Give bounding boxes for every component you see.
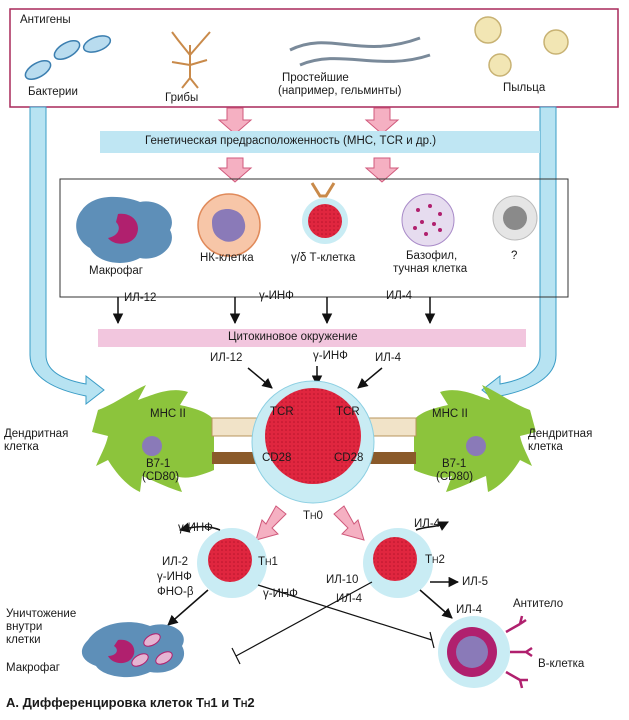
cytokine-bar-label: Цитокиновое окружение <box>228 331 358 343</box>
bacteria-icon <box>24 35 112 81</box>
dendritic-left-label-2: клетка <box>4 441 39 453</box>
tcr-left-label: TCR <box>270 406 294 418</box>
nk-label: НК-клетка <box>200 252 254 264</box>
genetic-bar <box>100 131 540 153</box>
figure-caption: А. Дифференцировка клеток ТН1 и ТН2 <box>6 695 255 710</box>
th0-label: ТН0 <box>303 510 323 522</box>
gd-t-cell-icon <box>302 182 348 244</box>
cytokine-bar <box>98 329 526 347</box>
antigens-title: Антигены <box>20 14 71 26</box>
protozoa-label-1: Простейшие <box>282 72 349 84</box>
cells-frame <box>59 178 569 298</box>
th0-cell <box>251 380 375 504</box>
b7-left-label-1: B7-1 <box>146 458 171 470</box>
th2-il4-b-label: ИЛ-4 <box>456 604 483 616</box>
th2-cell <box>363 528 433 598</box>
cross-ifn-label: γ-ИНФ <box>263 588 298 600</box>
worms-icon <box>289 36 431 67</box>
dendritic-left-label-1: Дендритная <box>4 428 69 440</box>
top-il12-label: ИЛ-12 <box>124 292 157 304</box>
kill-label-2: внутри <box>6 621 43 633</box>
basophil-label-2: тучная клетка <box>393 263 468 275</box>
antibody-label: Антитело <box>513 598 564 610</box>
kill-label-1: Уничтожение <box>6 608 77 620</box>
pink-arrows <box>217 107 400 183</box>
pollen-label: Пыльца <box>503 82 546 94</box>
bottom-macrophage-label: Макрофаг <box>6 662 60 674</box>
th2-label: ТН2 <box>425 554 445 566</box>
cross-il10-label: ИЛ-10 <box>326 574 359 586</box>
dendritic-right-label-2: клетка <box>528 441 563 453</box>
gd-t-label: γ/δ Т-клетка <box>291 252 356 264</box>
th0-split-arrows <box>255 505 365 541</box>
inhibition-lines <box>231 581 435 665</box>
unknown-cell-icon <box>492 195 538 241</box>
fungi-label: Грибы <box>165 92 199 104</box>
left-blue-arrow <box>29 106 105 406</box>
dendritic-cell-left <box>92 385 214 492</box>
mhc-right-label: МНС II <box>432 408 468 420</box>
th1-ifn-out-label: γ-ИНФ <box>178 522 213 534</box>
pollen-icon <box>474 16 569 77</box>
th1-cell <box>197 528 267 598</box>
cd28-left-label: CD28 <box>262 452 292 464</box>
antigen-frame <box>9 8 619 108</box>
th-output-arrows <box>167 521 460 626</box>
bacteria-label: Бактерии <box>28 86 78 98</box>
b7-left-label-2: (CD80) <box>142 471 180 483</box>
dendritic-right-label-1: Дендритная <box>528 428 593 440</box>
center-il4-label: ИЛ-4 <box>375 352 402 364</box>
basophil-label-1: Базофил, <box>406 250 458 262</box>
th1-label: ТН1 <box>258 556 278 568</box>
fungi-icon <box>171 31 211 89</box>
th2-il5-label: ИЛ-5 <box>462 576 489 588</box>
genetic-bar-label: Генетическая предрасположенность (МНС, T… <box>145 135 437 147</box>
cross-il4-label: ИЛ-4 <box>336 593 363 605</box>
center-il12-label: ИЛ-12 <box>210 352 243 364</box>
dendritic-cell-right <box>414 385 536 492</box>
nk-cell-icon <box>197 193 261 257</box>
top-ifn-label: γ-ИНФ <box>259 290 294 302</box>
macrophage-icon <box>76 196 172 263</box>
top-il4-label: ИЛ-4 <box>386 290 413 302</box>
mhc-left-label: МНС II <box>150 408 186 420</box>
b7-right-label-1: B7-1 <box>442 458 467 470</box>
cd28-right-label: CD28 <box>334 452 364 464</box>
kill-label-3: клетки <box>6 634 41 646</box>
macrophage-label: Макрофаг <box>89 265 143 277</box>
receptor-connectors <box>211 417 417 464</box>
protozoa-label-2: (например, гельминты) <box>278 85 402 97</box>
th1-tnf-label: ФНО-β <box>157 586 194 598</box>
bottom-macrophage-icon <box>81 622 185 678</box>
cytokine-arrows <box>112 297 436 325</box>
basophil-icon <box>401 193 455 247</box>
th1-ifn-label: γ-ИНФ <box>157 571 192 583</box>
tcr-right-label: TCR <box>336 406 360 418</box>
th1-il2-label: ИЛ-2 <box>162 556 189 568</box>
unknown-label: ? <box>511 250 518 262</box>
center-ifn-label: γ-ИНФ <box>313 350 348 362</box>
th2-il4-top-label: ИЛ-4 <box>414 518 441 530</box>
b-cell-icon <box>438 615 533 689</box>
bcell-label: В-клетка <box>538 658 585 670</box>
b7-right-label-2: (CD80) <box>436 471 474 483</box>
